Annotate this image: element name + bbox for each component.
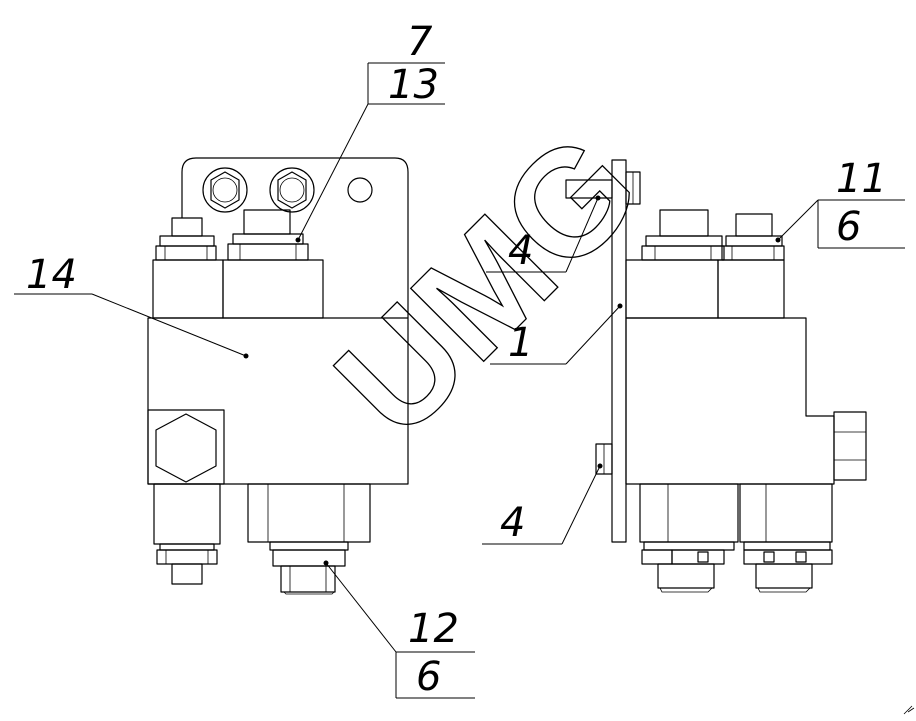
- callout-label-11: 11: [836, 156, 887, 202]
- callout-label-6-right: 6: [836, 204, 861, 250]
- callout-4-upper: 4: [486, 195, 601, 274]
- bracket-hole: [347, 177, 373, 203]
- callout-label-4-upper: 4: [508, 228, 533, 274]
- watermark: UMG: [304, 101, 670, 467]
- left-bracket: [181, 157, 409, 318]
- top-fitting-right: [269, 167, 315, 213]
- callout-1: 1: [490, 303, 623, 366]
- right-top-fitting-b: [721, 213, 785, 261]
- right-lower-cartridge-a: [639, 483, 739, 593]
- hex-plug: [155, 413, 217, 483]
- callout-7-13: 7 13: [295, 19, 445, 243]
- upper-bolt: [565, 171, 641, 205]
- right-upper-block-b: [717, 259, 785, 319]
- callout-14: 14: [14, 252, 249, 359]
- right-side-plug: [833, 411, 867, 481]
- side-port: [147, 409, 225, 485]
- callout-label-4-lower: 4: [500, 500, 525, 546]
- callout-label-12: 12: [408, 606, 459, 652]
- upper-block-right: [222, 259, 324, 319]
- callout-11-6: 11 6: [775, 156, 905, 250]
- callout-label-14: 14: [26, 252, 77, 298]
- top-fitting-left: [202, 167, 248, 213]
- right-upper-block-a: [625, 259, 719, 319]
- right-body: [625, 317, 835, 485]
- callout-label-13: 13: [388, 62, 439, 108]
- corner-mark: [903, 705, 915, 715]
- callout-label-6-bottom: 6: [416, 654, 441, 700]
- lower-left-cartridge: [153, 483, 221, 585]
- right-lower-cartridge-b: [739, 483, 833, 593]
- lower-mid-cartridge: [247, 483, 371, 595]
- callout-12-6: 12 6: [323, 560, 475, 700]
- left-view: [147, 157, 409, 595]
- callout-label-7: 7: [407, 19, 433, 65]
- upper-block-left: [152, 259, 224, 319]
- callout-label-1: 1: [508, 320, 533, 366]
- right-view: [565, 159, 867, 593]
- lower-bolt: [595, 443, 613, 475]
- callout-4-lower: 4: [482, 463, 603, 546]
- left-top-fitting-b: [227, 209, 309, 261]
- left-top-fitting-a: [155, 217, 217, 261]
